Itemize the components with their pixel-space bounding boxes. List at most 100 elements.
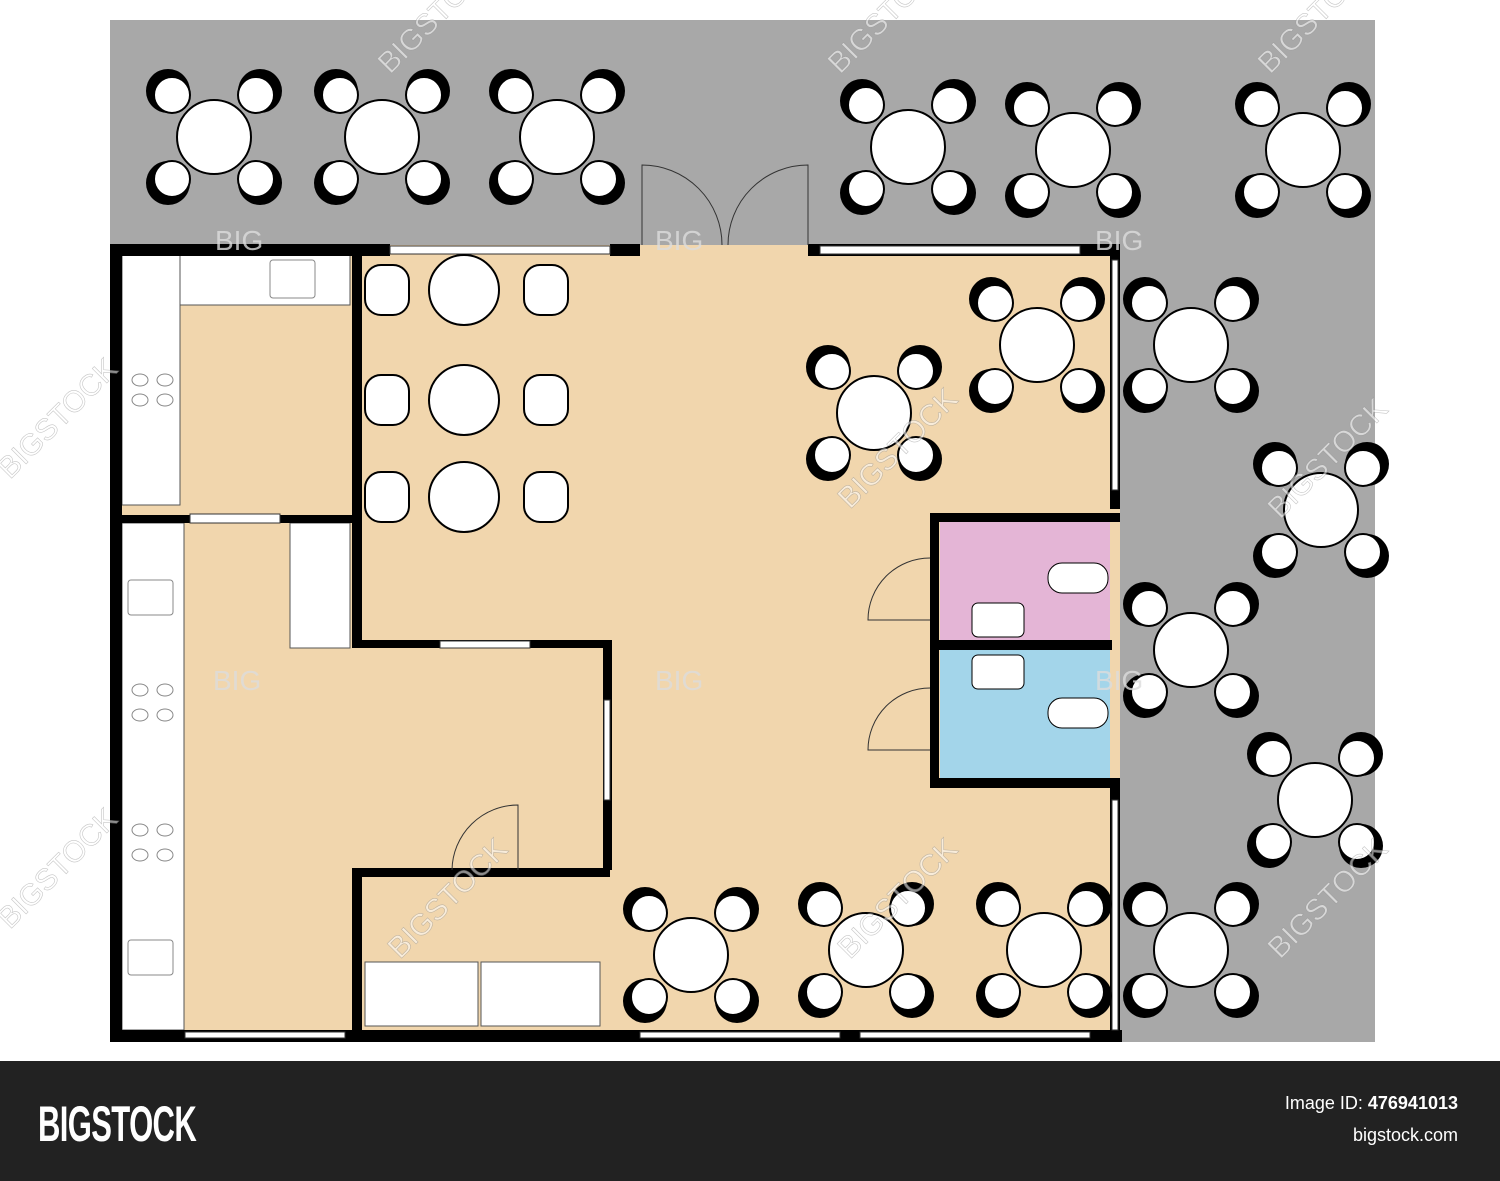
chair <box>1096 173 1134 211</box>
counter <box>364 961 479 1027</box>
washbasin <box>971 654 1025 690</box>
door-left <box>641 164 723 246</box>
chair <box>153 76 191 114</box>
chair <box>1242 89 1280 127</box>
chair <box>630 894 668 932</box>
wall <box>610 244 640 256</box>
chair <box>1326 173 1364 211</box>
wall <box>352 244 362 648</box>
table-with-4-chairs <box>623 887 759 1023</box>
chair <box>364 264 410 316</box>
table-with-4-chairs <box>969 277 1105 413</box>
chair <box>813 436 851 474</box>
table-with-4-chairs <box>1005 82 1141 218</box>
chair <box>847 86 885 124</box>
round-table <box>428 461 500 533</box>
counter <box>121 254 181 506</box>
chair <box>496 160 534 198</box>
table-with-4-chairs <box>840 79 976 215</box>
chair <box>1012 173 1050 211</box>
furniture <box>146 69 1389 1023</box>
chair <box>889 973 927 1011</box>
stove-burner <box>156 823 174 837</box>
table-with-4-chairs <box>1123 582 1259 718</box>
chair <box>1060 284 1098 322</box>
window <box>639 1031 841 1039</box>
counter <box>289 522 351 649</box>
table-with-2-chairs <box>364 364 569 436</box>
chair <box>1130 368 1168 406</box>
wall <box>110 244 390 256</box>
chair <box>1012 89 1050 127</box>
stove-burner <box>131 708 149 722</box>
chair <box>1214 889 1252 927</box>
stove-burner <box>131 823 149 837</box>
wall <box>930 778 1120 788</box>
chair <box>580 76 618 114</box>
chair <box>630 978 668 1016</box>
window <box>1111 259 1119 491</box>
stove-burner <box>156 708 174 722</box>
storage-door <box>451 804 519 871</box>
chair <box>931 170 969 208</box>
door-right <box>727 164 809 246</box>
window <box>1111 799 1119 1031</box>
stove-burner <box>131 393 149 407</box>
image-id: Image ID: 476941013 <box>1285 1093 1458 1114</box>
stove-burner <box>156 393 174 407</box>
round-table <box>428 364 500 436</box>
watermark-big: BIG <box>1095 665 1143 696</box>
footer-bar: BIGSTOCK Image ID: 476941013 bigstock.co… <box>0 1061 1500 1181</box>
bigstock-logo: BIGSTOCK <box>38 1096 197 1152</box>
round-table <box>653 917 729 993</box>
chair <box>321 160 359 198</box>
round-table <box>836 375 912 451</box>
toilet <box>1047 697 1109 729</box>
wall <box>352 868 362 1040</box>
window <box>184 1031 346 1039</box>
chair <box>496 76 534 114</box>
round-table <box>1035 112 1111 188</box>
window <box>389 245 611 255</box>
wall <box>1110 490 1120 500</box>
table-with-2-chairs <box>364 254 569 326</box>
stove-burner <box>156 848 174 862</box>
chair <box>1130 673 1168 711</box>
stove-burner <box>156 683 174 697</box>
chair <box>1326 89 1364 127</box>
sink <box>127 579 174 616</box>
building-base <box>110 20 1375 1042</box>
chair <box>1067 973 1105 1011</box>
watermark-big: BIG <box>655 225 703 256</box>
chair <box>1254 739 1292 777</box>
stove-burner <box>131 683 149 697</box>
table-with-4-chairs <box>806 345 942 481</box>
stove-burner <box>156 373 174 387</box>
table-with-4-chairs <box>976 882 1112 1018</box>
chair <box>1130 284 1168 322</box>
counter <box>480 961 601 1027</box>
toilet <box>1047 562 1109 594</box>
chair <box>1344 449 1382 487</box>
chair <box>1060 368 1098 406</box>
chair <box>1260 533 1298 571</box>
watermark-bigstock: BIGSTOCK <box>0 352 124 485</box>
stove-burner <box>131 848 149 862</box>
site-link[interactable]: bigstock.com <box>1352 1125 1458 1145</box>
sink <box>269 259 316 299</box>
chair <box>1260 449 1298 487</box>
chair <box>523 471 569 523</box>
chair <box>1130 889 1168 927</box>
watermark-big: BIG <box>1095 225 1143 256</box>
chair <box>1344 533 1382 571</box>
restroom-door <box>867 557 931 621</box>
chair <box>364 374 410 426</box>
chair <box>931 86 969 124</box>
window <box>819 245 1081 255</box>
round-table <box>828 912 904 988</box>
wall <box>352 868 610 877</box>
washbasin <box>971 602 1025 638</box>
table-with-4-chairs <box>798 882 934 1018</box>
round-table <box>1006 912 1082 988</box>
table-with-4-chairs <box>314 69 450 205</box>
